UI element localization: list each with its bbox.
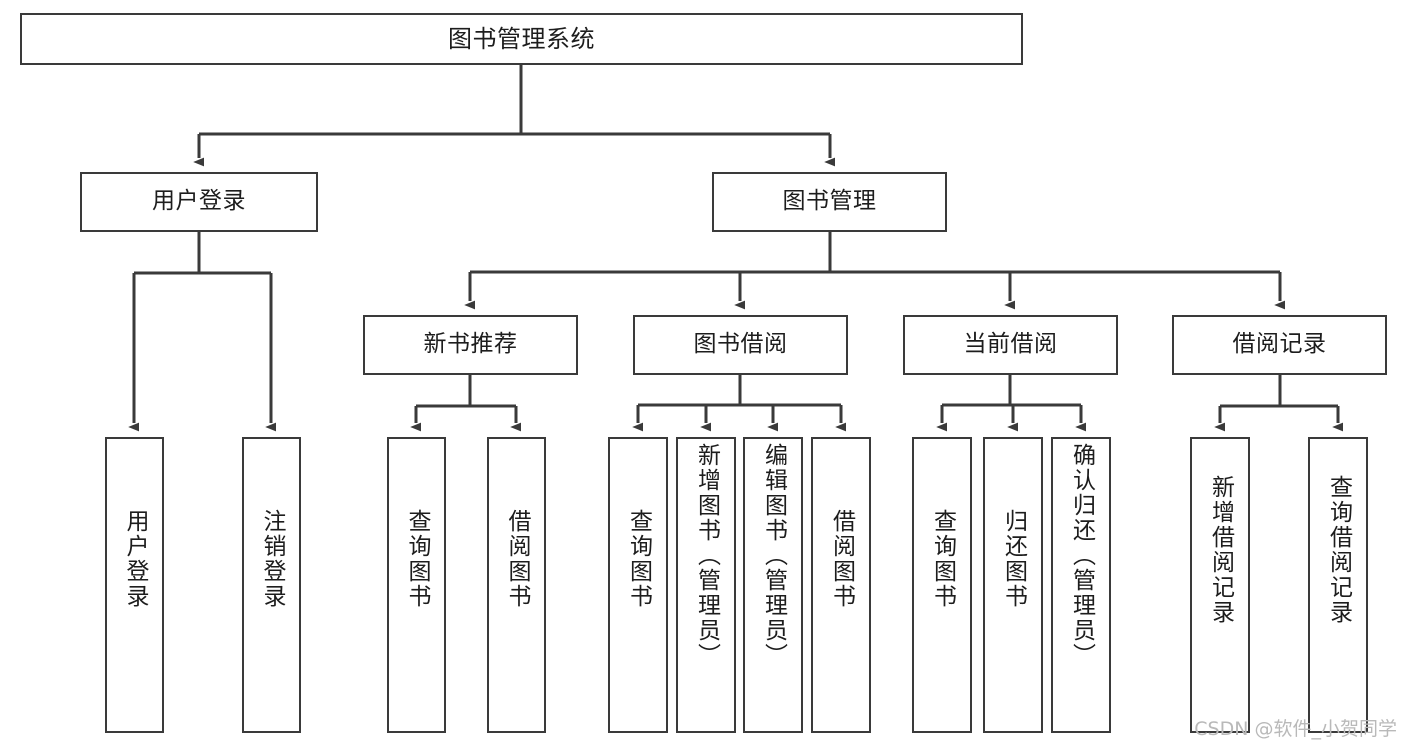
- leaf-borrow-book[interactable]: 借阅图书: [811, 437, 871, 733]
- leaf-borrow-book-new[interactable]: 借阅图书: [487, 437, 546, 733]
- node-book-manage-label: 图书管理: [782, 188, 877, 215]
- leaf-return-book[interactable]: 归还图书: [983, 437, 1043, 733]
- node-user-login-label: 用户登录: [152, 188, 246, 215]
- node-loan-record-label: 借阅记录: [1232, 331, 1327, 358]
- leaf-query-book-current[interactable]: 查询图书: [912, 437, 972, 733]
- node-book-borrow[interactable]: 图书借阅: [633, 315, 848, 375]
- node-current-loan-label: 当前借阅: [963, 331, 1058, 358]
- leaf-logout[interactable]: 注销登录: [242, 437, 301, 733]
- leaf-add-book-label: 新增图书（管理员）: [693, 443, 720, 668]
- node-root-label: 图书管理系统: [448, 24, 595, 53]
- leaf-query-loan-record[interactable]: 查询借阅记录: [1308, 437, 1368, 733]
- leaf-query-loan-record-label: 查询借阅记录: [1325, 475, 1352, 625]
- node-new-book[interactable]: 新书推荐: [363, 315, 578, 375]
- leaf-confirm-return-label: 确认归还（管理员）: [1068, 443, 1095, 668]
- node-loan-record[interactable]: 借阅记录: [1172, 315, 1387, 375]
- leaf-query-book-new[interactable]: 查询图书: [387, 437, 446, 733]
- node-book-borrow-label: 图书借阅: [693, 331, 788, 358]
- node-user-login[interactable]: 用户登录: [80, 172, 318, 232]
- node-root[interactable]: 图书管理系统: [20, 13, 1023, 65]
- leaf-query-book-borrow[interactable]: 查询图书: [608, 437, 668, 733]
- node-current-loan[interactable]: 当前借阅: [903, 315, 1118, 375]
- leaf-edit-book[interactable]: 编辑图书（管理员）: [743, 437, 803, 733]
- leaf-borrow-book-new-label: 借阅图书: [504, 509, 530, 609]
- leaf-query-book-current-label: 查询图书: [929, 509, 956, 609]
- node-new-book-label: 新书推荐: [423, 331, 518, 358]
- leaf-user-login-label: 用户登录: [122, 509, 148, 609]
- leaf-query-book-borrow-label: 查询图书: [625, 509, 652, 609]
- leaf-edit-book-label: 编辑图书（管理员）: [760, 443, 787, 668]
- leaf-borrow-book-label: 借阅图书: [828, 509, 855, 609]
- csdn-watermark: CSDN @软件_小贺同学: [1194, 718, 1397, 740]
- node-book-manage[interactable]: 图书管理: [712, 172, 947, 232]
- leaf-add-loan-record-label: 新增借阅记录: [1207, 475, 1234, 625]
- leaf-query-book-new-label: 查询图书: [404, 509, 430, 609]
- leaf-user-login[interactable]: 用户登录: [105, 437, 164, 733]
- leaf-return-book-label: 归还图书: [1000, 509, 1027, 609]
- leaf-add-loan-record[interactable]: 新增借阅记录: [1190, 437, 1250, 733]
- leaf-add-book[interactable]: 新增图书（管理员）: [676, 437, 736, 733]
- leaf-logout-label: 注销登录: [259, 509, 285, 609]
- leaf-confirm-return[interactable]: 确认归还（管理员）: [1051, 437, 1111, 733]
